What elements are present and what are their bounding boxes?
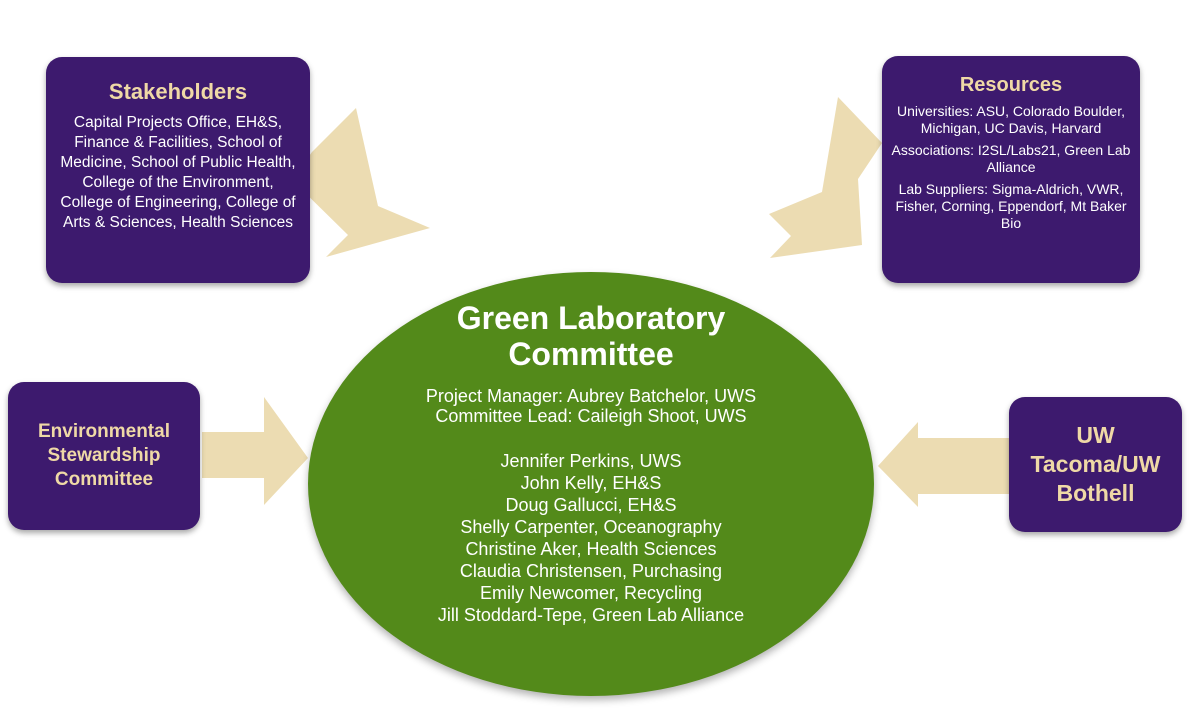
committee-title-line: Green Laboratory — [456, 300, 726, 336]
resources-suppliers: Lab Suppliers: Sigma-Aldrich, VWR, Fishe… — [895, 181, 1127, 231]
arrow-environmental-to-committee — [202, 397, 308, 505]
committee-lead: Project Manager: Aubrey Batchelor, UWS — [425, 386, 757, 406]
uw-title-line: UW — [1076, 422, 1115, 448]
resources-list: Universities: ASU, Colorado Boulder, Mic… — [888, 103, 1134, 232]
green-laboratory-committee-circle: Green Laboratory Committee Project Manag… — [308, 272, 874, 696]
committee-title: Green Laboratory Committee — [308, 300, 874, 372]
resources-title: Resources — [959, 74, 1063, 96]
resources-associations: Associations: I2SL/Labs21, Green Lab All… — [891, 142, 1131, 175]
arrow-uw-to-committee — [878, 422, 1009, 507]
committee-member: Claudia Christensen, Purchasing — [459, 561, 723, 581]
environmental-title-line: Environmental — [38, 421, 170, 442]
resources-universities: Universities: ASU, Colorado Boulder, Mic… — [897, 103, 1125, 136]
resources-box: Resources Universities: ASU, Colorado Bo… — [882, 56, 1140, 283]
committee-member: Christine Aker, Health Sciences — [465, 539, 717, 559]
committee-member: John Kelly, EH&S — [520, 473, 662, 493]
stakeholders-title: Stakeholders — [108, 79, 248, 104]
environmental-title-line: Stewardship — [47, 445, 161, 466]
environmental-stewardship-title: Environmental Stewardship Committee — [38, 420, 170, 492]
environmental-title-line: Committee — [54, 469, 154, 490]
committee-member: Doug Gallucci, EH&S — [505, 495, 677, 515]
uw-tacoma-bothell-box: UW Tacoma/UW Bothell — [1009, 397, 1182, 532]
committee-lead: Committee Lead: Caileigh Shoot, UWS — [435, 406, 747, 426]
committee-member: Jill Stoddard-Tepe, Green Lab Alliance — [437, 605, 745, 625]
uw-title-line: Tacoma/UW — [1030, 451, 1161, 477]
committee-member: Jennifer Perkins, UWS — [500, 451, 682, 471]
stakeholders-box: Stakeholders Capital Projects Office, EH… — [46, 57, 310, 283]
committee-member: Emily Newcomer, Recycling — [479, 583, 703, 603]
arrow-stakeholders-to-committee — [292, 108, 430, 257]
environmental-stewardship-box: Environmental Stewardship Committee — [8, 382, 200, 530]
committee-member: Shelly Carpenter, Oceanography — [460, 517, 722, 537]
uw-tacoma-bothell-title: UW Tacoma/UW Bothell — [1031, 421, 1161, 508]
arrow-resources-to-committee — [769, 97, 882, 258]
committee-leads: Project Manager: Aubrey Batchelor, UWS C… — [308, 386, 874, 426]
uw-title-line: Bothell — [1056, 480, 1135, 506]
committee-title-line: Committee — [508, 336, 674, 372]
stakeholders-list: Capital Projects Office, EH&S, Finance &… — [60, 114, 296, 231]
committee-members: Jennifer Perkins, UWS John Kelly, EH&S D… — [308, 450, 874, 626]
